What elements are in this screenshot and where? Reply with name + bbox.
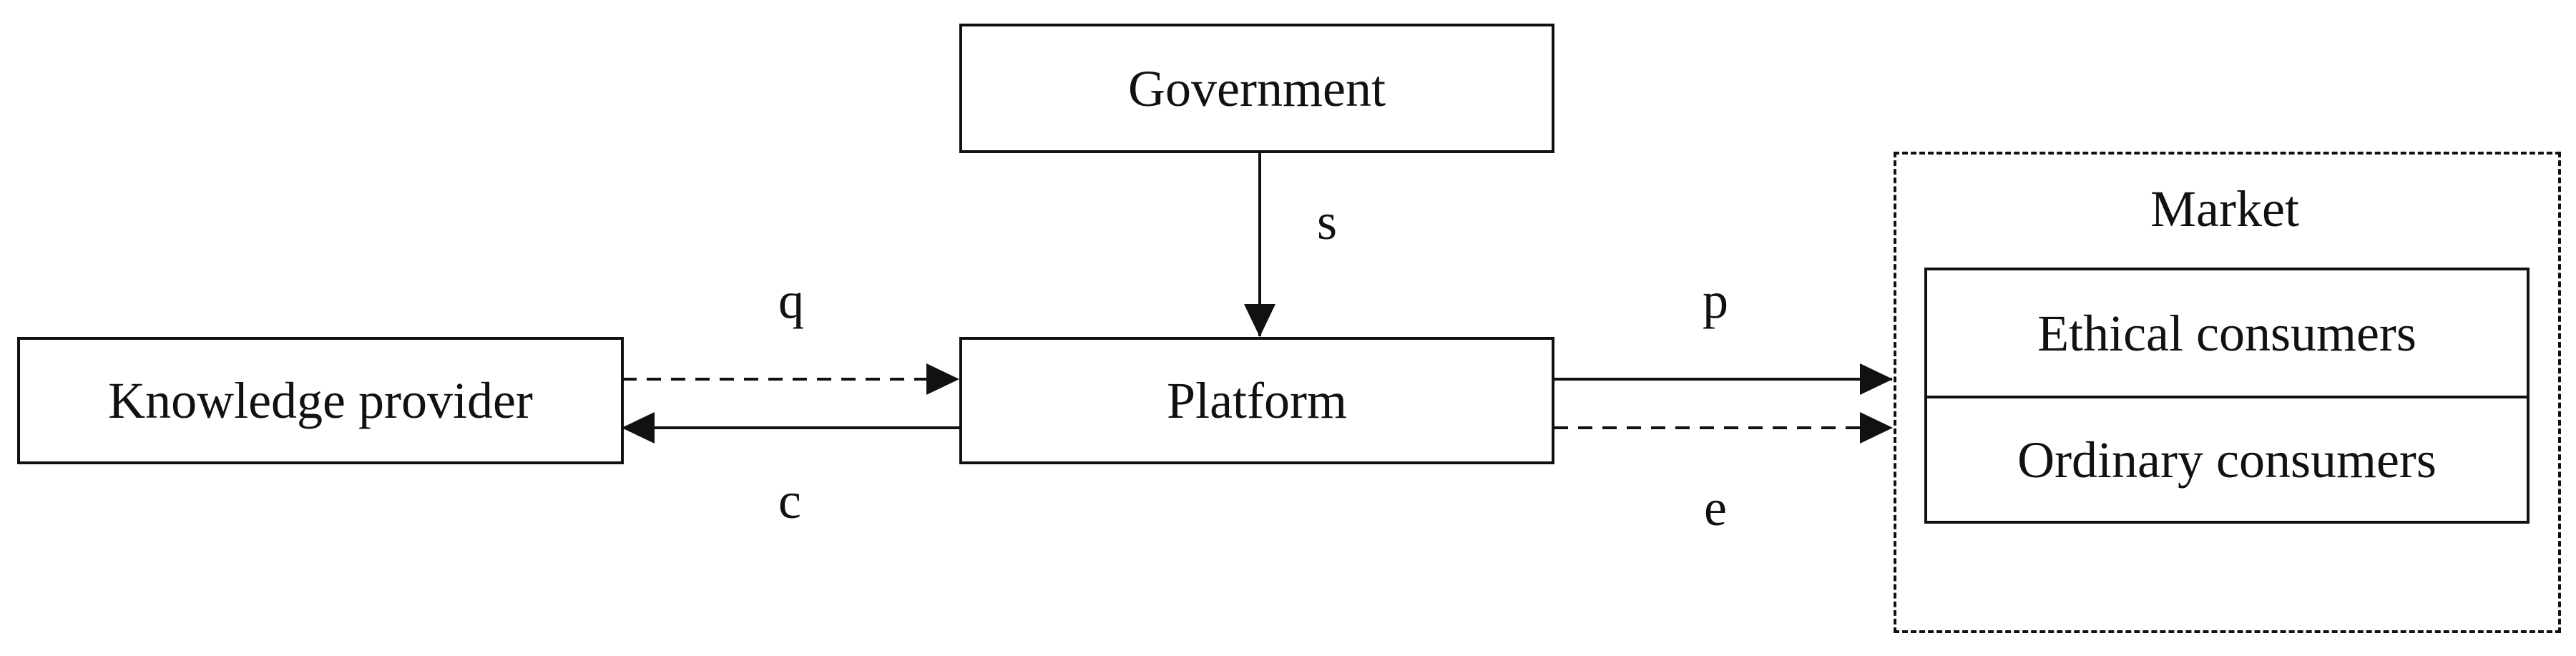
government-label: Government: [1128, 59, 1386, 117]
consumer-segment-ordinary: Ordinary consumers: [1927, 398, 2527, 521]
edge-label-c: c: [778, 472, 801, 529]
edge-label-e: e: [1704, 479, 1727, 537]
consumer-segments: Ethical consumers Ordinary consumers: [1924, 268, 2530, 524]
consumer-segment-label: Ordinary consumers: [2017, 431, 2437, 489]
edge-label-s: s: [1316, 193, 1338, 250]
edge-label-q: q: [778, 272, 804, 329]
platform-label: Platform: [1167, 372, 1347, 429]
consumer-segment-ethical: Ethical consumers: [1927, 270, 2527, 396]
knowledge-provider-label: Knowledge provider: [108, 372, 533, 429]
platform-node: Platform: [959, 337, 1554, 464]
knowledge-provider-node: Knowledge provider: [17, 337, 624, 464]
government-node: Government: [959, 24, 1554, 153]
market-group: [1894, 152, 2561, 633]
market-title: Market: [2150, 180, 2299, 238]
segment-divider: [1927, 396, 2527, 398]
edge-label-p: p: [1703, 272, 1728, 329]
consumer-segment-label: Ethical consumers: [2037, 304, 2416, 362]
